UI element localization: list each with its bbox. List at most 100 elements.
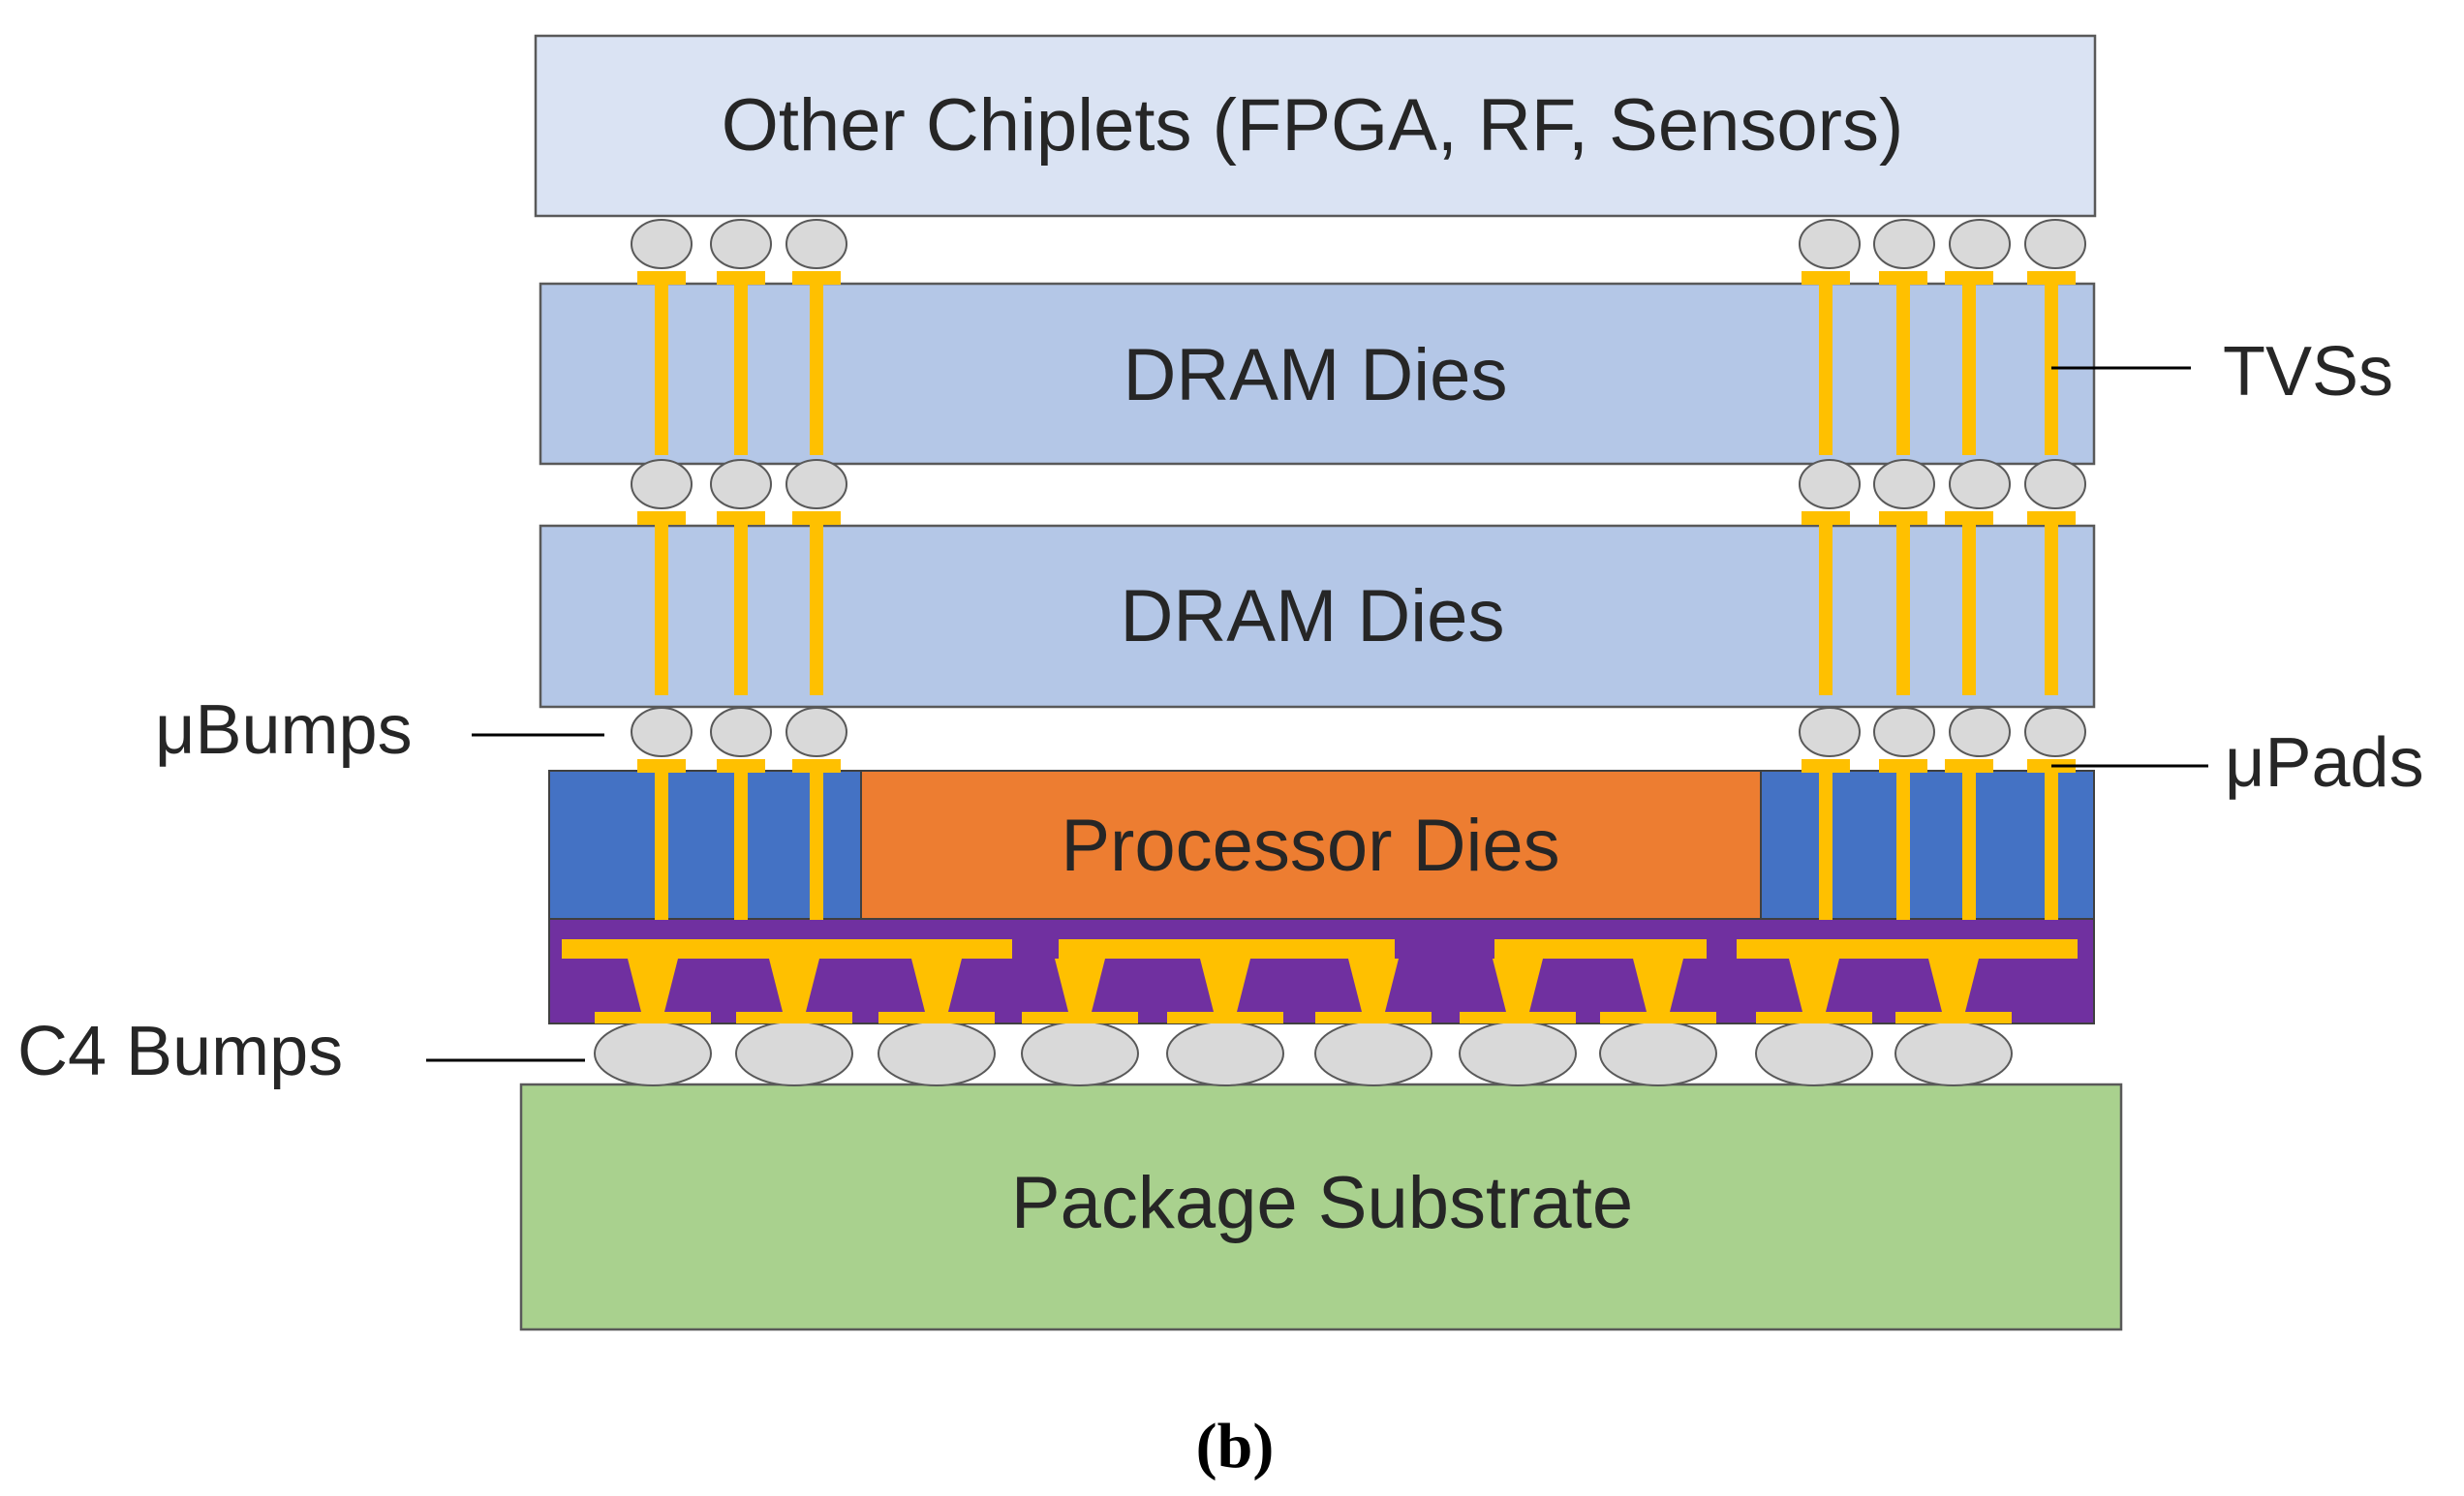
other-chiplets-layer	[534, 34, 2097, 218]
dram-bottom-layer	[539, 524, 2096, 709]
processor-layer	[860, 770, 1762, 920]
micro-pad	[1802, 511, 1850, 525]
micro-bump	[631, 459, 693, 509]
micro-pad	[1945, 271, 1993, 285]
micro-pad	[1879, 511, 1927, 525]
micro-bump	[1799, 459, 1861, 509]
micro-pad	[792, 271, 841, 285]
micro-bump	[1799, 219, 1861, 269]
c4-bump	[735, 1021, 853, 1086]
micro-bump	[1873, 459, 1935, 509]
micro-bump	[785, 219, 847, 269]
c4-pad	[878, 1012, 995, 1023]
c4-bump	[878, 1021, 996, 1086]
c4-pad	[1315, 1012, 1432, 1023]
c4-bump	[1459, 1021, 1577, 1086]
c4-bump	[1755, 1021, 1873, 1086]
redistribution-via	[1789, 959, 1839, 1012]
micro-pad	[1879, 271, 1927, 285]
leader-line-group	[426, 366, 2208, 1062]
micro-bump	[710, 459, 772, 509]
micro-bump	[2024, 459, 2086, 509]
micro-bump	[710, 219, 772, 269]
c4-pad	[736, 1012, 852, 1023]
upads-callout-label: μPads	[2225, 724, 2424, 802]
bump-group	[594, 219, 2086, 1086]
processor-label: Processor Dies	[1061, 805, 1559, 887]
micro-bump	[1873, 219, 1935, 269]
micro-pad	[717, 759, 765, 773]
micro-pad	[1802, 759, 1850, 773]
micro-pad	[1802, 271, 1850, 285]
tsv-via	[2045, 511, 2058, 695]
redistribution-trace	[1737, 939, 2078, 959]
redistribution-via	[1493, 959, 1543, 1012]
micro-pad	[792, 759, 841, 773]
package-substrate-layer	[519, 1083, 2123, 1331]
micro-pad	[1945, 759, 1993, 773]
dram-bottom-label: DRAM Dies	[1121, 575, 1505, 657]
micro-bump	[785, 459, 847, 509]
micro-pad	[637, 511, 686, 525]
micro-pad	[1945, 511, 1993, 525]
c4-bump	[1599, 1021, 1717, 1086]
c4-pad	[1895, 1012, 2012, 1023]
redistribution-via	[1055, 959, 1105, 1012]
micro-pad	[792, 511, 841, 525]
tsv-via	[1819, 759, 1833, 920]
micro-bump	[631, 707, 693, 757]
tsv-via	[2045, 271, 2058, 455]
redistribution-via	[1633, 959, 1683, 1012]
micro-bump	[1949, 219, 2011, 269]
tsv-via	[810, 511, 823, 695]
tsv-via	[734, 511, 748, 695]
c4-pad	[595, 1012, 711, 1023]
micro-pad	[717, 511, 765, 525]
micro-bump	[710, 707, 772, 757]
micro-pad	[1879, 759, 1927, 773]
substrate-label: Package Substrate	[1011, 1162, 1633, 1244]
micro-pad	[2027, 271, 2076, 285]
c4-pad	[1600, 1012, 1716, 1023]
redistribution-trace	[562, 939, 1012, 959]
tsv-via	[1896, 511, 1910, 695]
tsv-via	[810, 759, 823, 920]
tsv-via	[1962, 271, 1976, 455]
tsv-via	[810, 271, 823, 455]
tsv-group	[562, 271, 2078, 1023]
c4-bump	[1894, 1021, 2013, 1086]
micro-bump	[785, 707, 847, 757]
redistribution-trace	[1059, 939, 1395, 959]
tsv-via	[1896, 271, 1910, 455]
c4-pad	[1167, 1012, 1283, 1023]
c4-pad	[1460, 1012, 1576, 1023]
c4-bump	[1166, 1021, 1284, 1086]
redistribution-trace	[1494, 939, 1707, 959]
other-chiplets-label: Other Chiplets (FPGA, RF, Sensors)	[722, 84, 1904, 167]
redistribution-via	[769, 959, 819, 1012]
c4-bump	[1314, 1021, 1432, 1086]
micro-bump	[631, 219, 693, 269]
ubumps-callout-label: μBumps	[155, 691, 413, 769]
micro-pad	[717, 271, 765, 285]
micro-bump	[1873, 707, 1935, 757]
interposer-right	[1760, 770, 2095, 920]
redistribution-via	[911, 959, 962, 1012]
redistribution-via	[1348, 959, 1399, 1012]
tsv-via	[1896, 759, 1910, 920]
tsv-via	[1962, 511, 1976, 695]
micro-pad	[637, 759, 686, 773]
c4-bump	[1021, 1021, 1139, 1086]
micro-bump	[2024, 707, 2086, 757]
micro-bump	[1949, 459, 2011, 509]
figure-caption: (b)	[1196, 1411, 1275, 1481]
c4-bump	[594, 1021, 712, 1086]
tsvs-callout-label: TVSs	[2223, 333, 2393, 411]
tsv-via	[734, 759, 748, 920]
tsv-via	[655, 759, 668, 920]
tsv-via	[2045, 759, 2058, 920]
redistribution-via	[628, 959, 678, 1012]
interposer-left	[548, 770, 862, 920]
